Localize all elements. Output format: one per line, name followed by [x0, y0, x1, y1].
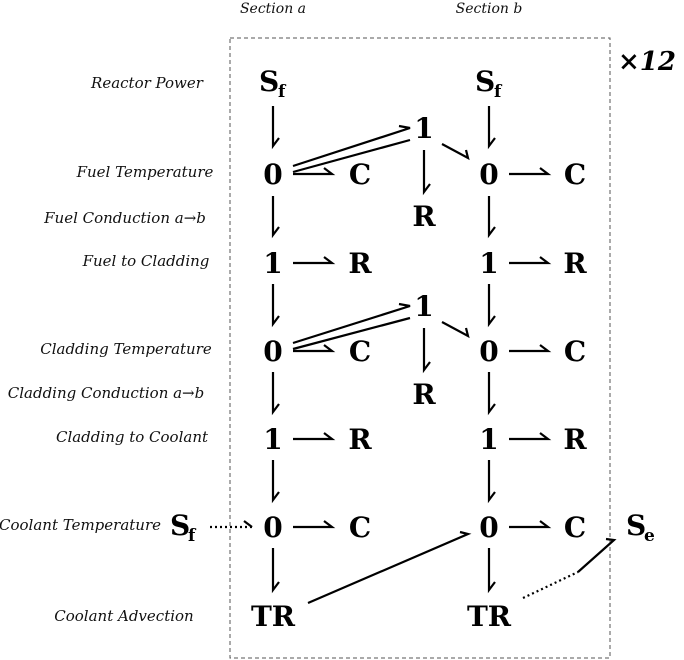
row-label-fuel-temperature: Fuel Temperature: [76, 163, 214, 181]
node-fuel-conduction-resistor: R: [412, 200, 436, 233]
bond-a-coolant-zero-to-capacitor: [293, 520, 336, 529]
bond-b-clad-one-to-coolant-zero: [487, 460, 496, 504]
node-clad-conduction-one: 1: [414, 290, 433, 323]
bond-b-clad-one-to-resistor: [509, 432, 552, 441]
bond-b-coolant-zero-to-transformer: [487, 548, 496, 594]
bond-fuel-a-to-conduction-one-lower: [292, 138, 411, 174]
node-effort-source: S e: [626, 509, 655, 546]
bond-a-fuel-zero-to-capacitor: [293, 167, 336, 176]
bond-a-fuel-one-to-clad-zero: [271, 284, 280, 328]
header-section-b: Section b: [456, 1, 523, 17]
bond-coolant-source-arrowhead: [243, 520, 253, 528]
node-b-fuel-zero: 0: [479, 158, 498, 191]
node-a-clad-one: 1: [263, 423, 282, 456]
node-se-letter: S: [626, 509, 646, 542]
bond-a-clad-zero-to-capacitor: [293, 344, 336, 353]
bond-conduction-one-to-clad-resistor: [422, 328, 431, 374]
bond-conduction-one-to-clad-b: [441, 321, 470, 339]
node-a-clad-zero: 0: [263, 335, 282, 368]
node-b-fuel-one: 1: [479, 247, 498, 280]
bond-a-clad-one-to-resistor: [293, 432, 336, 441]
node-b-clad-resistor: R: [563, 423, 587, 456]
bond-b-clad-zero-to-capacitor: [509, 344, 552, 353]
bond-fuel-a-to-conduction-one: [292, 124, 411, 168]
bond-a-fuel-zero-to-fuel-one: [271, 196, 280, 239]
row-label-cladding-temperature: Cladding Temperature: [40, 340, 212, 358]
bond-b-sf-to-fuel-zero: [487, 106, 496, 150]
node-b-transformer: TR: [467, 600, 512, 633]
node-a-source-flow: S f: [259, 65, 287, 102]
multiplier-label: ×12: [618, 47, 676, 77]
node-a-sf-letter: S: [259, 65, 279, 98]
node-a-sf-sub: f: [278, 82, 287, 102]
row-label-fuel-to-cladding: Fuel to Cladding: [82, 252, 210, 270]
row-label-cladding-conduction: Cladding Conduction a→b: [8, 384, 204, 402]
bond-a-coolant-zero-to-transformer: [271, 548, 280, 594]
bond-clad-a-to-conduction-one-lower: [292, 316, 411, 351]
bond-a-sf-to-fuel-zero: [271, 106, 280, 150]
bond-b-fuel-zero-to-capacitor: [509, 167, 552, 176]
bond-b-fuel-one-to-clad-zero: [487, 284, 496, 328]
node-a-clad-resistor: R: [348, 423, 372, 456]
bond-clad-a-to-conduction-one: [292, 302, 411, 345]
bond-transformer-b-to-effort-source: [577, 537, 617, 573]
node-b-coolant-capacitor: C: [564, 511, 586, 544]
row-label-fuel-conduction: Fuel Conduction a→b: [43, 209, 206, 227]
bond-b-fuel-one-to-resistor: [509, 256, 552, 265]
node-b-clad-one: 1: [479, 423, 498, 456]
node-a-transformer: TR: [251, 600, 296, 633]
row-label-cladding-to-coolant: Cladding to Coolant: [56, 428, 209, 446]
node-b-coolant-zero: 0: [479, 511, 498, 544]
bond-a-fuel-one-to-resistor: [293, 256, 336, 265]
bonds-cladding-conduction: [292, 302, 470, 374]
bonds-section-b: [487, 106, 496, 594]
bonds-fuel-conduction: [292, 124, 470, 196]
row-label-coolant-temperature: Coolant Temperature: [0, 516, 161, 534]
repetition-box: [229, 37, 611, 659]
node-a-coolant-capacitor: C: [349, 511, 371, 544]
bond-transformer-b-to-effort-source-dotted: [522, 571, 579, 599]
bond-conduction-one-to-fuel-resistor: [422, 150, 431, 196]
node-fuel-conduction-one: 1: [414, 112, 433, 145]
node-a-fuel-zero: 0: [263, 158, 282, 191]
node-se-sub: e: [644, 526, 655, 546]
node-coolant-source-flow: S f: [170, 509, 197, 546]
node-b-source-flow: S f: [475, 65, 503, 102]
node-clad-conduction-resistor: R: [412, 378, 436, 411]
node-a-fuel-capacitor: C: [349, 158, 371, 191]
bond-b-fuel-zero-to-fuel-one: [487, 196, 496, 239]
row-label-reactor-power: Reactor Power: [90, 74, 204, 92]
bonds-section-b-horizontal: [509, 167, 552, 529]
row-label-coolant-advection: Coolant Advection: [54, 607, 193, 625]
bonds-section-a: [271, 106, 280, 594]
bonds-coolant: [210, 520, 617, 605]
bond-transformer-a-to-zero-b: [307, 530, 472, 605]
header-section-a: Section a: [240, 1, 306, 17]
bond-a-clad-one-to-coolant-zero: [271, 460, 280, 504]
node-a-coolant-zero: 0: [263, 511, 282, 544]
node-b-clad-capacitor: C: [564, 335, 586, 368]
node-b-fuel-resistor: R: [563, 247, 587, 280]
bond-conduction-one-to-fuel-b: [441, 143, 470, 161]
bond-b-coolant-zero-to-capacitor: [509, 520, 552, 529]
node-b-fuel-capacitor: C: [564, 158, 586, 191]
node-a-fuel-resistor: R: [348, 247, 372, 280]
node-b-clad-zero: 0: [479, 335, 498, 368]
node-a-clad-capacitor: C: [349, 335, 371, 368]
node-b-sf-letter: S: [475, 65, 495, 98]
node-a-fuel-one: 1: [263, 247, 282, 280]
node-coolant-sf-sub: f: [188, 526, 197, 546]
node-b-sf-sub: f: [494, 82, 503, 102]
node-coolant-sf-letter: S: [170, 509, 190, 542]
bond-a-clad-zero-to-clad-one: [271, 372, 280, 416]
bond-b-clad-zero-to-clad-one: [487, 372, 496, 416]
bonds-section-a-horizontal: [293, 167, 336, 529]
